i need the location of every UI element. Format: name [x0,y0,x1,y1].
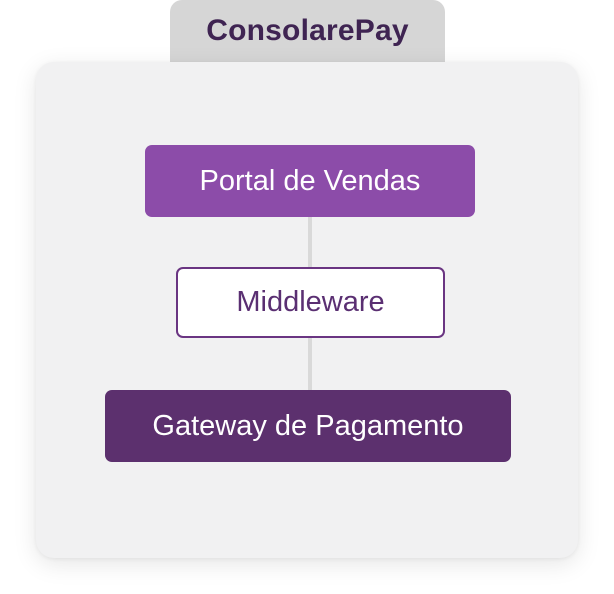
diagram-title: ConsolarePay [206,14,409,47]
node-portal-de-vendas: Portal de Vendas [145,145,475,217]
connector-portal-middleware [308,217,312,267]
connector-middleware-gateway [308,338,312,390]
title-tab: ConsolarePay [170,0,445,62]
node-label: Gateway de Pagamento [152,409,464,442]
node-middleware: Middleware [176,267,445,338]
node-label: Portal de Vendas [199,164,421,197]
node-label: Middleware [236,286,385,318]
node-gateway-de-pagamento: Gateway de Pagamento [105,390,511,462]
